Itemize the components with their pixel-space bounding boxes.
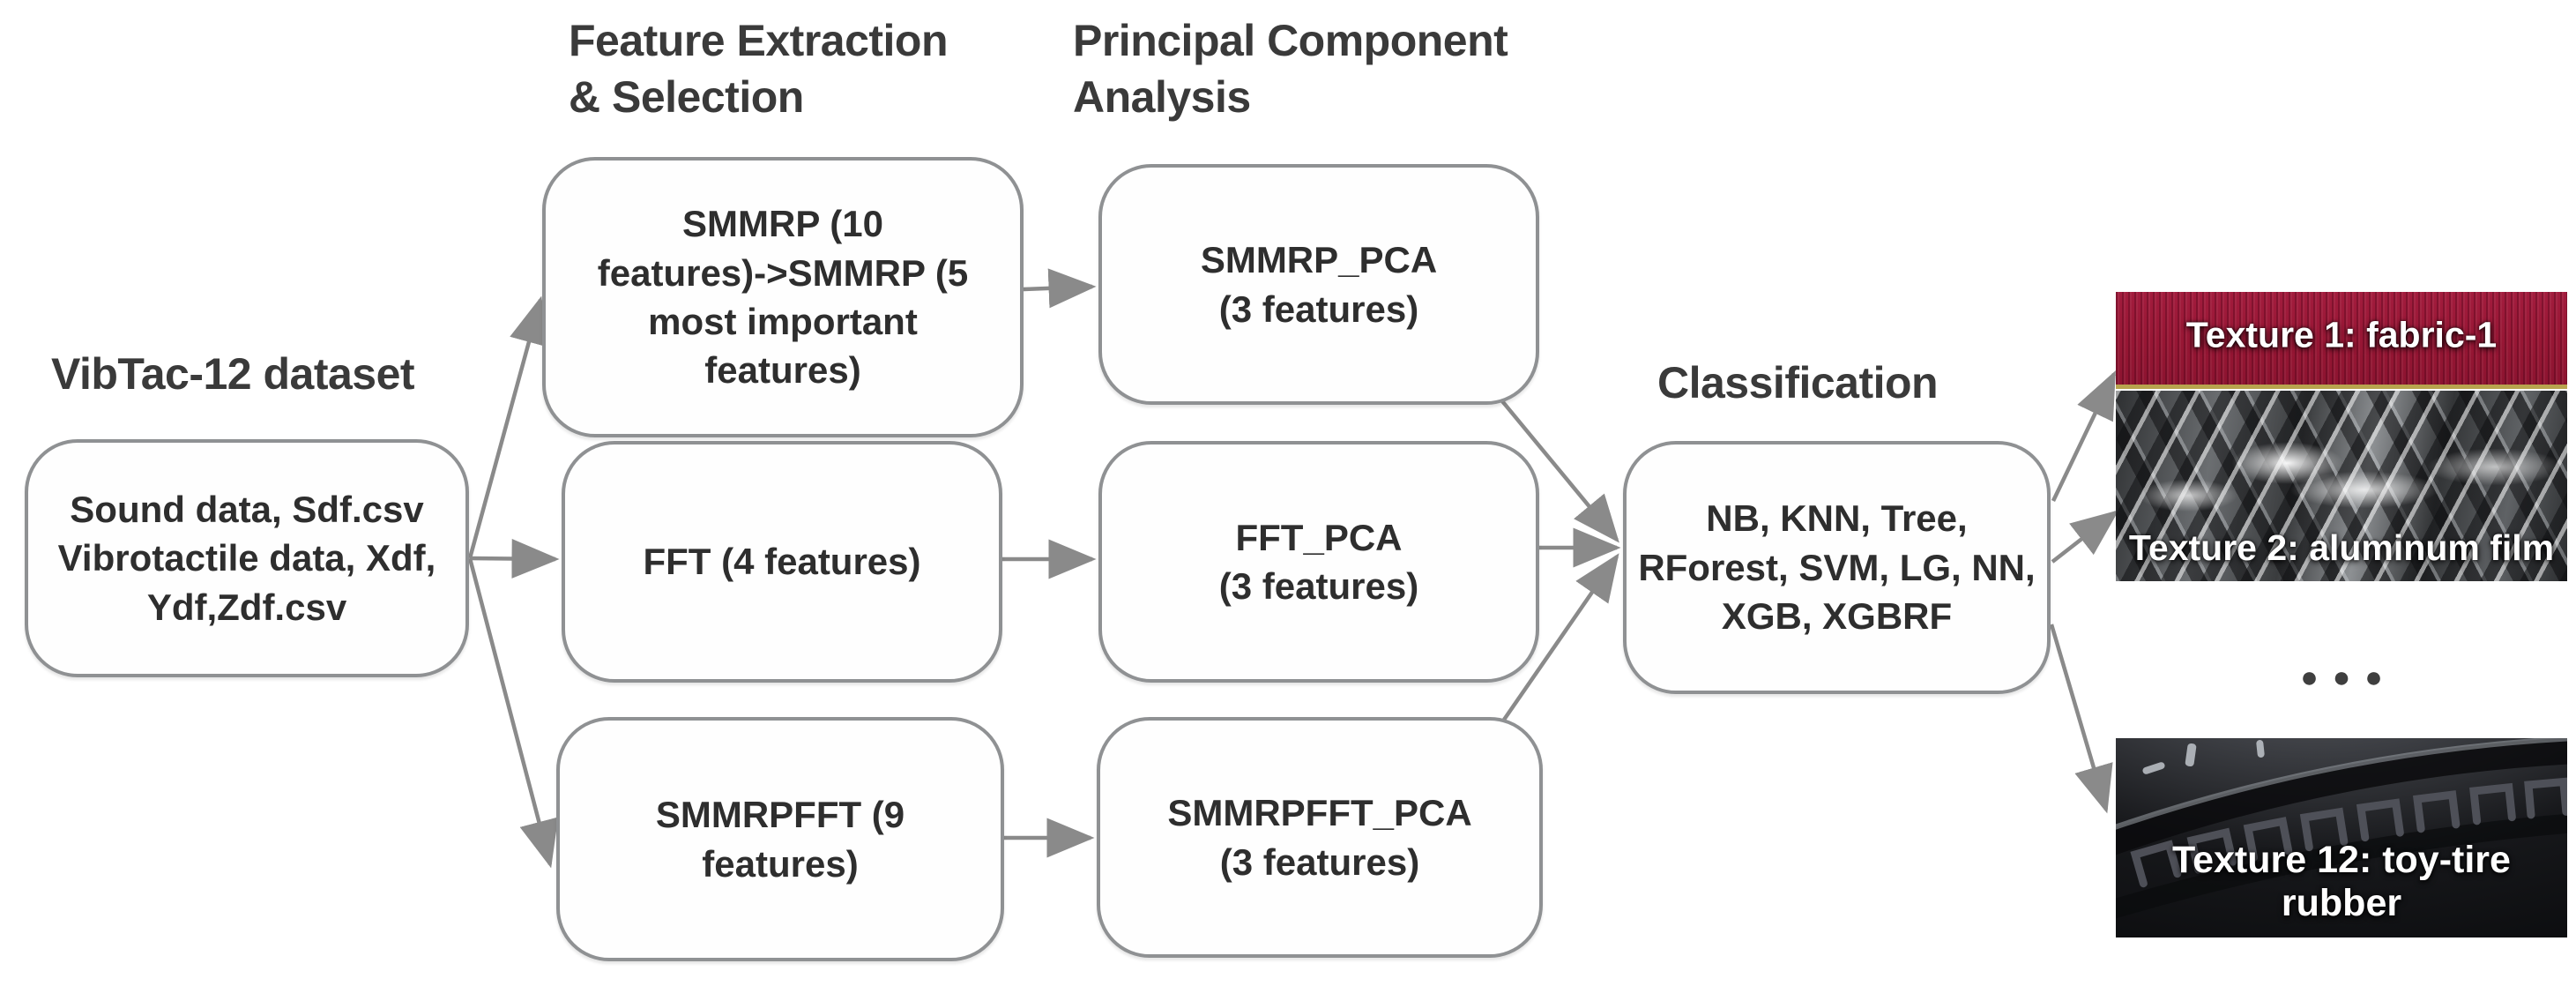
edge-dataset-to-fft (469, 538, 560, 579)
edge-dataset-to-smmrpfft (467, 557, 559, 869)
texture1-fabric-image: Texture 1: fabric-1 (2116, 292, 2567, 389)
node-smmrpfft-pca: SMMRPFFT_PCA (3 features) (1097, 717, 1543, 958)
texture2-label: Texture 2: aluminum film (2128, 527, 2555, 568)
texture2-aluminum-image: Texture 2: aluminum film (2116, 391, 2567, 581)
node-dataset: Sound data, Sdf.csv Vibrotactile data, X… (25, 439, 469, 677)
node-fft-label: FFT (4 features) (643, 541, 921, 583)
texture12-tire-image: Texture 12: toy-tire rubber (2116, 738, 2567, 937)
node-fft-pca-label: FFT_PCA (3 features) (1218, 516, 1419, 607)
heading-classification: Classification (1657, 358, 1939, 407)
edge-classification-to-texture1 (2051, 370, 2117, 502)
edge-classification-to-texture12 (2049, 624, 2113, 814)
node-fft-pca: FFT_PCA (3 features) (1098, 441, 1539, 683)
node-classification: NB, KNN, Tree, RForest, SVM, LG, NN, XGB… (1623, 441, 2051, 694)
more-textures-ellipsis: ●●● (2300, 660, 2397, 694)
edge-smmrp-to-smmrp-pca (1023, 268, 1097, 309)
texture1-label: Texture 1: fabric-1 (2185, 314, 2498, 355)
node-smmrp: SMMRP (10 features)->SMMRP (5 most impor… (542, 157, 1024, 437)
node-smmrp-pca: SMMRP_PCA (3 features) (1098, 164, 1539, 405)
node-smmrp-pca-label: SMMRP_PCA (3 features) (1200, 239, 1438, 330)
node-smmrp-label: SMMRP (10 features)->SMMRP (5 most impor… (597, 203, 969, 392)
node-classification-label: NB, KNN, Tree, RForest, SVM, LG, NN, XGB… (1638, 497, 2036, 638)
heading-dataset: VibTac-12 dataset (51, 349, 415, 399)
node-dataset-label: Sound data, Sdf.csv Vibrotactile data, X… (57, 488, 436, 628)
edge-classification-to-texture2 (2051, 510, 2119, 564)
node-smmrpfft: SMMRPFFT (9 features) (556, 717, 1004, 961)
node-fft: FFT (4 features) (562, 441, 1002, 683)
heading-feature-extraction: Feature Extraction & Selection (569, 16, 949, 122)
node-smmrpfft-label: SMMRPFFT (9 features) (655, 794, 905, 885)
texture12-label: Texture 12: toy-tire rubber (2172, 839, 2511, 924)
heading-pca: Principal Component Analysis (1073, 16, 1508, 122)
tire-tread-art (2116, 738, 2567, 919)
edge-dataset-to-smmrp (467, 295, 548, 559)
node-smmrpfft-pca-label: SMMRPFFT_PCA (3 features) (1167, 792, 1472, 883)
